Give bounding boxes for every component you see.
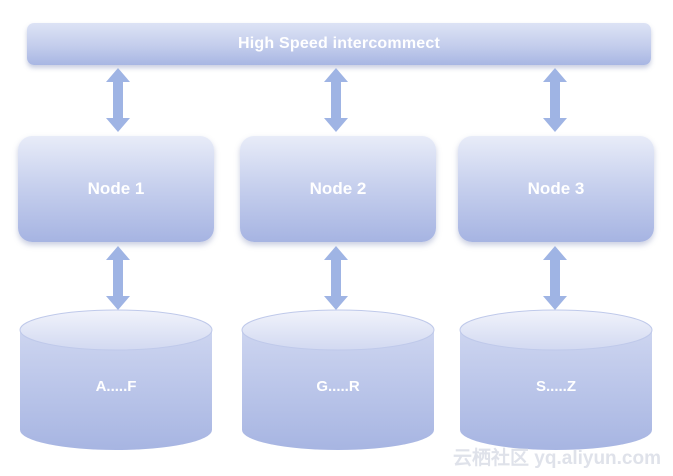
- node-label: Node 2: [309, 179, 367, 198]
- storage-partition-a-f: A.....F: [18, 306, 214, 452]
- bidirectional-arrow-icon: [324, 68, 348, 132]
- partition-label: G.....R: [316, 378, 360, 395]
- watermark: 云栖社区 yq.aliyun.com: [453, 448, 661, 469]
- high-speed-interconnect: High Speed intercommect: [27, 23, 651, 65]
- interconnect-label: High Speed intercommect: [238, 35, 440, 52]
- partition-label: A.....F: [95, 378, 137, 395]
- database-cylinder-icon: [19, 309, 213, 450]
- node-1: Node 1: [18, 136, 214, 242]
- node-label: Node 1: [87, 179, 145, 198]
- node-label: Node 3: [527, 179, 585, 198]
- database-cylinder-icon: [241, 309, 435, 450]
- bidirectional-arrow-icon: [106, 68, 130, 132]
- bidirectional-arrow-icon: [543, 68, 567, 132]
- storage-partition-g-r: G.....R: [240, 306, 436, 452]
- storage-partition-s-z: S.....Z: [458, 306, 654, 452]
- node-3: Node 3: [458, 136, 654, 242]
- database-cylinder-icon: [459, 309, 653, 450]
- node-2: Node 2: [240, 136, 436, 242]
- bidirectional-arrow-icon: [106, 246, 130, 310]
- bidirectional-arrow-icon: [324, 246, 348, 310]
- partition-label: S.....Z: [535, 378, 576, 395]
- bidirectional-arrow-icon: [543, 246, 567, 310]
